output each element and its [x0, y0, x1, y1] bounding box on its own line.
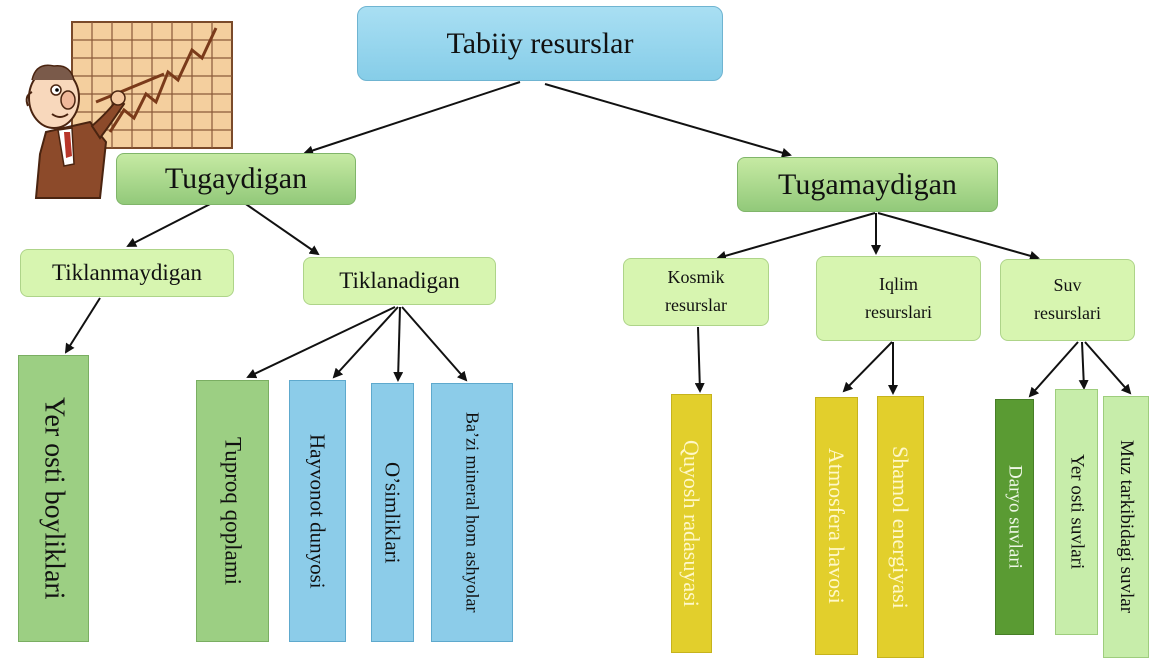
leaf-muz-tarkibidagi-suvlar: Muz tarkibidagi suvlar [1103, 396, 1149, 658]
root-label: Tabiiy resurslar [446, 26, 634, 60]
iqlim-label-line2: resurslari [865, 301, 932, 322]
tiklanmaydigan-node: Tiklanmaydigan [20, 249, 234, 297]
kosmik-resurslar-node: Kosmik resurslar [623, 258, 769, 326]
leaf-atmosfera-havosi: Atmosfera havosi [815, 397, 858, 655]
leaf-hayvonot-dunyosi: Hayvonot dunyosi [289, 380, 346, 642]
iqlim-label-line1: Iqlim [879, 273, 918, 294]
tiklanadigan-node: Tiklanadigan [303, 257, 496, 305]
kosmik-label-line2: resurslar [665, 295, 727, 315]
presenter-chart-illustration [25, 21, 233, 199]
tugamaydigan-node: Tugamaydigan [737, 157, 998, 212]
tiklanmaydigan-label: Tiklanmaydigan [52, 260, 202, 285]
leaf-label: Daryo suvlari [1004, 465, 1026, 569]
leaf-tuproq-qoplami: Tuproq qoplami [196, 380, 269, 642]
leaf-label: Ba’zi mineral hom ashyolar [462, 412, 483, 613]
root-node: Tabiiy resurslar [357, 6, 723, 81]
suv-label-line2: resurslari [1034, 303, 1101, 323]
suv-label-line1: Suv [1053, 275, 1082, 296]
leaf-label: Shamol energiyasi [888, 445, 914, 609]
leaf-daryo-suvlari: Daryo suvlari [995, 399, 1034, 635]
leaf-label: Atmosfera havosi [824, 448, 850, 604]
leaf-label: Quyosh radasuyasi [679, 440, 705, 607]
leaf-label: Yer osti suvlari [1066, 454, 1088, 570]
leaf-label: O’simliklari [380, 461, 405, 564]
leaf-shamol-energiyasi: Shamol energiyasi [877, 396, 924, 658]
leaf-label: Hayvonot dunyosi [305, 433, 330, 589]
leaf-yer-osti-suvlari: Yer osti suvlari [1055, 389, 1098, 635]
leaf-label: Muz tarkibidagi suvlar [1115, 440, 1137, 614]
leaf-quyosh-radasuyasi: Quyosh radasuyasi [671, 394, 712, 653]
tiklanadigan-label: Tiklanadigan [339, 268, 460, 293]
leaf-bazi-mineral-hom-ashyolar: Ba’zi mineral hom ashyolar [431, 383, 513, 642]
suv-resurslari-node: Suv resurslari [1000, 259, 1135, 341]
kosmik-label-line1: Kosmik [667, 267, 725, 288]
tugaydigan-node: Tugaydigan [116, 153, 356, 205]
tugamaydigan-label: Tugamaydigan [778, 167, 957, 201]
iqlim-resurslari-node: Iqlim resurslari [816, 256, 981, 341]
leaf-label: Yer osti boyliklari [38, 397, 70, 600]
leaf-osimliklari: O’simliklari [371, 383, 414, 642]
tugaydigan-label: Tugaydigan [164, 162, 308, 195]
leaf-label: Tuproq qoplami [220, 436, 246, 586]
leaf-yer-osti-boyliklari: Yer osti boyliklari [18, 355, 89, 642]
